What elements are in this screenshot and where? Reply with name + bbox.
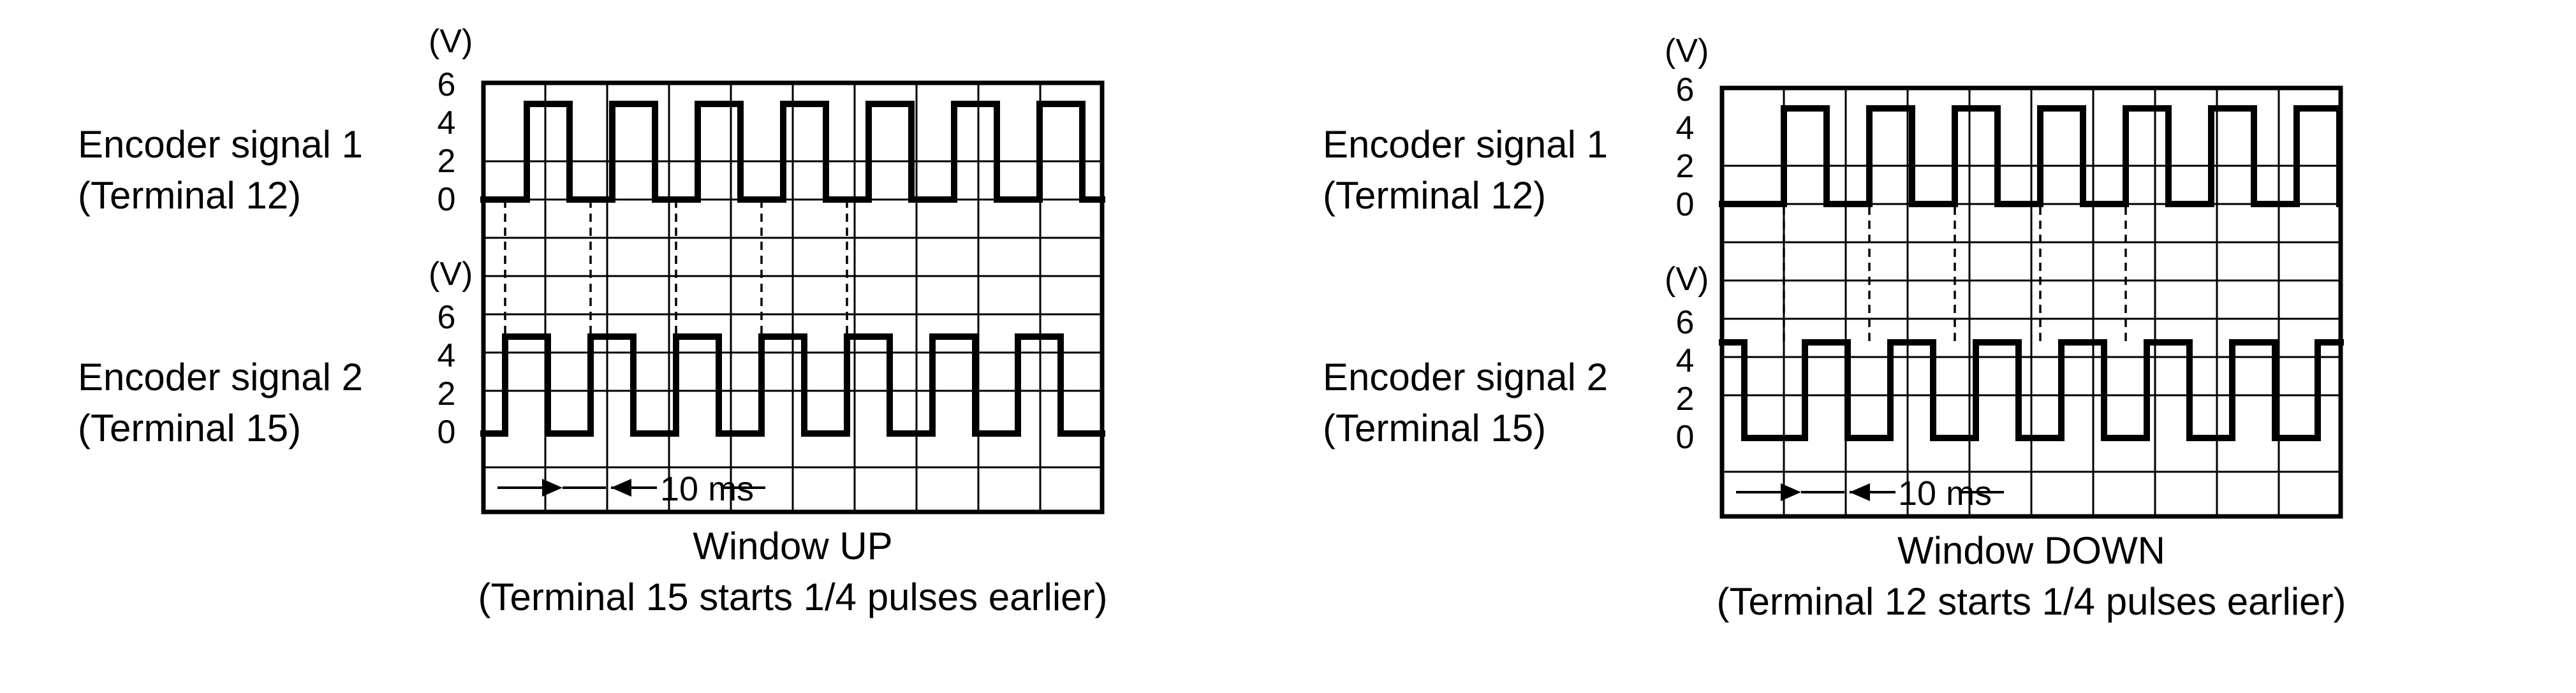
up-time-label: 10 ms xyxy=(660,470,754,508)
down-tick-top-6: 6 xyxy=(1676,71,1695,108)
down-tick-top-2: 2 xyxy=(1676,148,1695,185)
up-tick-bottom-6: 6 xyxy=(438,299,456,336)
down-time-label: 10 ms xyxy=(1898,474,1992,513)
up-tick-top-6: 6 xyxy=(438,66,456,103)
up-signal1-label: Encoder signal 1 xyxy=(78,123,363,166)
down-time-scale xyxy=(1736,483,2004,501)
down-grid xyxy=(1722,88,2341,516)
up-unit-top: (V) xyxy=(429,23,473,60)
down-title: Window DOWN xyxy=(1897,529,2165,572)
down-tick-bottom-2: 2 xyxy=(1676,381,1695,418)
up-tick-bottom-0: 0 xyxy=(438,414,456,451)
up-arrow-right-icon xyxy=(542,479,563,497)
up-tick-bottom-4: 4 xyxy=(438,337,456,374)
up-signal1-waveform xyxy=(480,101,1105,203)
up-unit-bottom: (V) xyxy=(429,256,473,293)
down-signal2-terminal: (Terminal 15) xyxy=(1323,407,1546,449)
up-frame xyxy=(481,80,1105,514)
down-subtitle: (Terminal 12 starts 1/4 pulses earlier) xyxy=(1716,580,2346,623)
down-tick-bottom-0: 0 xyxy=(1676,419,1695,456)
down-frame xyxy=(1719,85,2343,519)
down-signal2-waveform xyxy=(1719,339,2344,441)
down-unit-top: (V) xyxy=(1665,33,1709,69)
panel-window-up: Encoder signal 1 (Terminal 12) Encoder s… xyxy=(78,23,1108,618)
up-signal2-label: Encoder signal 2 xyxy=(78,356,363,398)
up-tick-top-0: 0 xyxy=(438,181,456,218)
up-grid xyxy=(483,83,1102,512)
down-unit-bottom: (V) xyxy=(1665,261,1709,298)
up-signal1-terminal: (Terminal 12) xyxy=(78,174,301,217)
up-tick-bottom-2: 2 xyxy=(438,376,456,412)
up-signal2-waveform xyxy=(480,333,1105,437)
down-tick-bottom-4: 4 xyxy=(1676,342,1695,379)
down-arrow-right-icon xyxy=(1781,483,1801,501)
down-signal2-label: Encoder signal 2 xyxy=(1323,356,1608,398)
up-tick-top-4: 4 xyxy=(438,105,456,142)
up-subtitle: (Terminal 15 starts 1/4 pulses earlier) xyxy=(478,576,1107,618)
down-signal1-label: Encoder signal 1 xyxy=(1323,123,1608,166)
up-tick-top-2: 2 xyxy=(438,143,456,180)
up-title: Window UP xyxy=(693,525,892,567)
up-signal2-terminal: (Terminal 15) xyxy=(78,407,301,449)
down-tick-top-0: 0 xyxy=(1676,186,1695,223)
down-tick-top-4: 4 xyxy=(1676,110,1695,147)
down-signal1-terminal: (Terminal 12) xyxy=(1323,174,1546,217)
panel-window-down: Encoder signal 1 (Terminal 12) Encoder s… xyxy=(1323,33,2346,623)
down-tick-bottom-6: 6 xyxy=(1676,304,1695,341)
up-time-scale xyxy=(497,479,765,497)
